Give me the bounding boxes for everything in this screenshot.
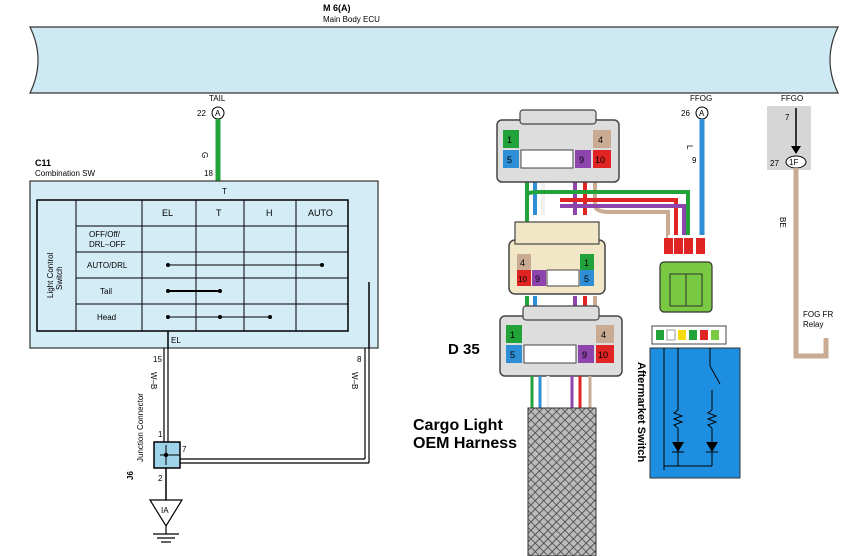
- ffgo-pin-2: 27: [770, 159, 779, 168]
- wire-l-pin: 9: [692, 156, 697, 165]
- ffog-label: FFOG: [690, 94, 712, 103]
- wb-right-pin: 8: [357, 355, 362, 364]
- top-pin-10: 10: [595, 155, 605, 165]
- mid-pin-4: 4: [520, 258, 525, 268]
- junction-code: J6: [126, 471, 135, 480]
- ffog-conn: A: [699, 109, 705, 118]
- connector-top: 1 5 4 9 10: [496, 109, 620, 183]
- side-label-1: Light Control: [46, 252, 55, 298]
- connector-mid: 4 10 9 1 5: [508, 221, 606, 295]
- switch-name: Combination SW: [35, 169, 95, 178]
- ffgo-pin: FFGO 7 27 1F: [767, 94, 811, 170]
- wb-left-label: W–B: [149, 372, 158, 389]
- d35-pin-1: 1: [510, 330, 515, 340]
- ffgo-conn: 1F: [789, 158, 798, 167]
- switch-t-label: T: [222, 187, 227, 196]
- mid-pin-10: 10: [518, 275, 527, 284]
- row-head: Head: [97, 313, 116, 322]
- mid-pin-5: 5: [584, 274, 589, 284]
- d35-pin-9: 9: [582, 350, 587, 360]
- top-pin-1: 1: [507, 135, 512, 145]
- tail-pin: TAIL 22 A: [197, 94, 226, 120]
- d35-pin-4: 4: [601, 330, 606, 340]
- mid-pin-9: 9: [535, 274, 540, 284]
- wire-g-label: G: [200, 152, 209, 158]
- wire-be-label: BE: [778, 217, 787, 228]
- tail-pin-number: 22: [197, 109, 206, 118]
- junction-wiring: 15 8 W–B W–B 1 7 2 J6 Junction Connector…: [126, 348, 370, 543]
- aftermarket-connector: [659, 261, 713, 313]
- relay-label-2: Relay: [803, 320, 823, 329]
- row-auto-drl: AUTO/DRL: [87, 261, 128, 270]
- tail-conn: A: [215, 109, 221, 118]
- aftermarket-label: Aftermarket Switch: [635, 362, 647, 463]
- d35-label: D 35: [448, 341, 480, 358]
- junction-pin-7: 7: [182, 445, 187, 454]
- oem-harness: Cargo Light OEM Harness: [413, 376, 597, 556]
- ground-label: IA: [161, 506, 169, 515]
- wire-g-pin: 18: [204, 169, 213, 178]
- ffgo-label: FFGO: [781, 94, 803, 103]
- ffog-pin-number: 26: [681, 109, 690, 118]
- mid-pin-1: 1: [584, 258, 589, 268]
- row-tail: Tail: [100, 287, 112, 296]
- junction-pin-2: 2: [158, 474, 163, 483]
- aftermarket-switch: Aftermarket Switch: [635, 325, 741, 479]
- wire-tan-relay: [793, 168, 829, 359]
- top-pin-4: 4: [598, 135, 603, 145]
- col-t: T: [216, 208, 222, 218]
- top-pin-5: 5: [507, 155, 512, 165]
- tail-label: TAIL: [209, 94, 226, 103]
- ecu-code: M 6(A): [323, 3, 351, 13]
- junction-name: Junction Connector: [136, 393, 145, 462]
- row-off-1: OFF/Off/: [89, 230, 121, 239]
- main-body-ecu: M 6(A) Main Body ECU: [29, 3, 839, 94]
- junction-pin-1: 1: [158, 430, 163, 439]
- switch-code: C11: [35, 158, 51, 168]
- d35-pin-5: 5: [510, 350, 515, 360]
- top-pin-9: 9: [579, 155, 584, 165]
- ffgo-pin-number: 7: [785, 113, 790, 122]
- harness-wires: [525, 180, 708, 262]
- col-auto: AUTO: [308, 208, 333, 218]
- harness-label-2: OEM Harness: [413, 435, 517, 452]
- row-off-2: DRL–OFF: [89, 240, 126, 249]
- combination-switch: C11 Combination SW T EL T H AUTO OFF/Off…: [29, 158, 379, 349]
- wire-l-label: L: [685, 145, 694, 150]
- connector-d35: D 35 1 5 4 9 10: [448, 305, 623, 377]
- col-h: H: [266, 208, 273, 218]
- side-label-2: Switch: [55, 266, 64, 290]
- wb-left-pin: 15: [153, 355, 162, 364]
- wb-right-label: W–B: [350, 372, 359, 389]
- d35-pin-10: 10: [598, 350, 608, 360]
- relay-label-1: FOG FR: [803, 310, 833, 319]
- ffog-pin: FFOG 26 A: [681, 94, 712, 120]
- switch-el-label: EL: [171, 336, 181, 345]
- harness-label-1: Cargo Light: [413, 417, 503, 434]
- col-el: EL: [162, 208, 173, 218]
- ecu-name: Main Body ECU: [323, 15, 380, 24]
